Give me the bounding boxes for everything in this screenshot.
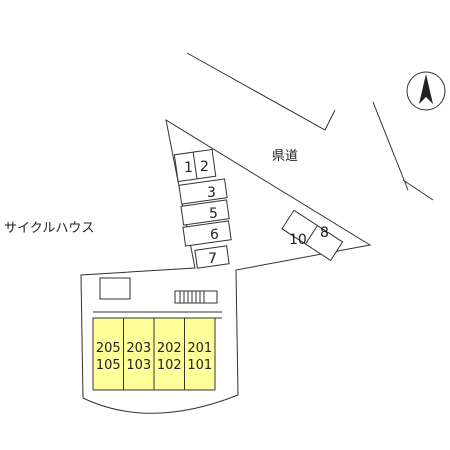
road-label: 県道 (272, 149, 298, 164)
unit-lower-label: 102 (157, 358, 182, 373)
parking-space-5 (180, 199, 230, 226)
parking-labels: 1 2 3 5 6 7 8 10 (184, 159, 329, 267)
unit-upper-label: 201 (187, 341, 212, 356)
parking-space-6 (182, 220, 232, 247)
parking-space-5-label: 5 (209, 206, 218, 222)
cycle-house-label: サイクルハウス (4, 221, 94, 236)
parking-space-2-label: 2 (200, 159, 209, 175)
unit-block (184, 317, 216, 391)
stairs (174, 290, 218, 304)
cycle-house (99, 277, 131, 300)
road-edge-east-upper (372, 101, 409, 191)
parking-area (173, 148, 344, 269)
building-units: 205 105 203 103 202 102 201 101 (92, 317, 216, 391)
parking-space-3-label: 3 (207, 185, 216, 201)
lot-boundary (80, 118, 372, 414)
parking-space-7-label: 7 (208, 251, 217, 267)
parking-space-7 (194, 245, 230, 269)
road-edge-north (186, 52, 336, 131)
parking-space-1-2 (173, 148, 217, 183)
unit-block (123, 317, 155, 391)
unit-block (92, 317, 124, 391)
unit-upper-label: 205 (96, 341, 121, 356)
parking-space-10-8 (281, 209, 344, 262)
road-edge-east-lower (402, 179, 434, 201)
parking-space-8-label: 8 (320, 225, 329, 241)
building-outline (93, 311, 222, 319)
unit-lower-label: 105 (96, 358, 121, 373)
unit-lower-label: 103 (126, 358, 151, 373)
north-arrow-icon (406, 71, 446, 111)
unit-upper-label: 202 (157, 341, 182, 356)
parking-space-6-label: 6 (210, 227, 219, 243)
unit-upper-label: 203 (126, 341, 151, 356)
parking-space-1-label: 1 (184, 160, 193, 176)
parking-space-10-label: 10 (289, 232, 307, 248)
parking-space-3 (178, 178, 228, 205)
road-lines (186, 52, 434, 201)
unit-lower-label: 101 (187, 358, 212, 373)
unit-block (153, 317, 185, 391)
